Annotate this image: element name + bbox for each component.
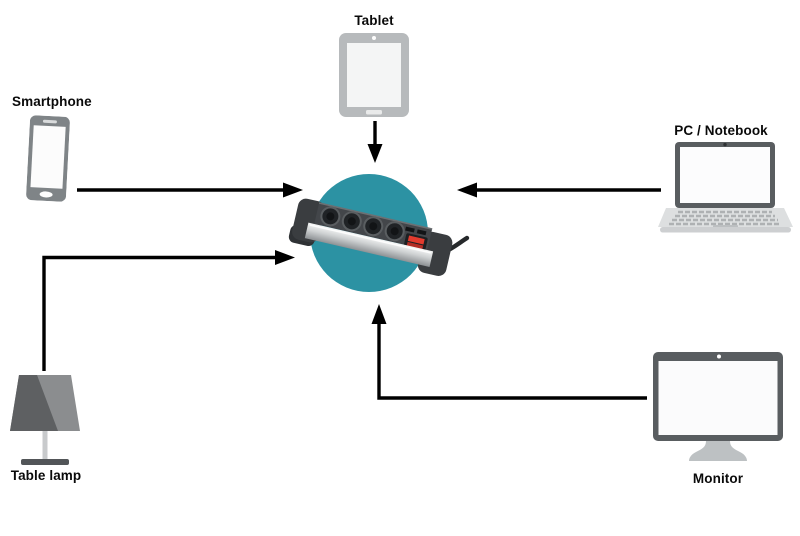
- smartphone-home-button: [39, 191, 53, 198]
- smartphone-speaker: [42, 119, 57, 124]
- lamp-stem: [42, 431, 48, 460]
- arrowhead-lamp: [275, 250, 295, 265]
- arrowhead-monitor: [371, 304, 387, 324]
- arrowhead-tablet: [367, 144, 383, 163]
- arrow-lamp-to-hub: [42, 255, 277, 371]
- table-lamp-label: Table lamp: [10, 468, 82, 483]
- tablet-icon: [339, 33, 409, 117]
- tablet-label: Tablet: [354, 13, 394, 28]
- tablet-camera-dot: [372, 36, 376, 40]
- table-lamp-icon: [10, 375, 80, 465]
- strip-sockets: [320, 206, 405, 242]
- laptop-camera-dot: [723, 142, 727, 147]
- smartphone-label: Smartphone: [12, 94, 92, 109]
- laptop-keyboard: [669, 210, 781, 226]
- strip-alu-rail: [304, 222, 434, 267]
- pc-notebook-label: PC / Notebook: [674, 123, 768, 138]
- tablet-home-button: [366, 110, 382, 115]
- arrowhead-smartphone: [283, 182, 303, 198]
- monitor-label: Monitor: [692, 471, 744, 486]
- monitor-camera-dot: [717, 354, 721, 359]
- power-strip-icon: [288, 198, 470, 277]
- laptop-icon: [658, 142, 793, 233]
- monitor-icon: [653, 352, 783, 461]
- smartphone-icon: [26, 115, 70, 202]
- arrowhead-pc: [457, 182, 477, 198]
- strip-usb-ports: [405, 226, 427, 236]
- lamp-base: [21, 459, 69, 465]
- arrow-monitor-to-hub: [377, 322, 647, 400]
- monitor-stand: [689, 441, 747, 461]
